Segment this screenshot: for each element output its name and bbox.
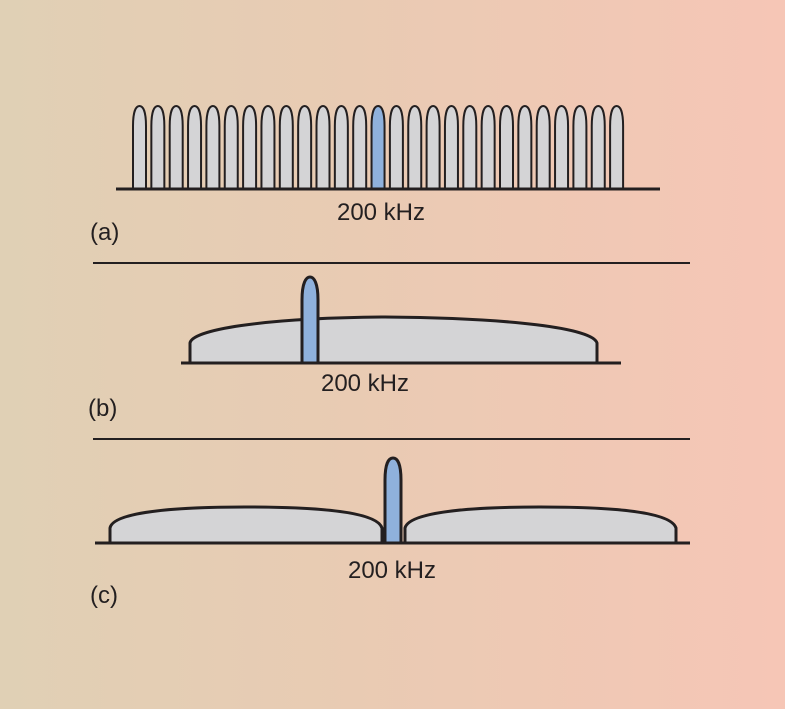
carrier [535,104,551,190]
bandwidth-label-b: 200 kHz [321,370,409,397]
panel-a: 200 kHz (a) [90,104,660,246]
carrier [480,104,496,190]
carrier [297,104,313,190]
panel-b: 200 kHz (b) [88,275,621,422]
bandwidth-label-c: 200 kHz [348,557,436,584]
carrier [499,104,514,190]
carrier [187,104,203,190]
carrier [150,104,166,190]
carrier [260,104,276,190]
carrier [132,104,147,190]
carrier [517,104,533,190]
carrier [352,104,368,190]
carrier [205,104,221,190]
carrier [572,104,588,190]
narrowband-carrier-c [383,456,403,545]
wideband-spectrum-b [188,315,599,365]
carrier [425,104,441,190]
carrier [223,104,239,190]
carrier [168,104,184,190]
carrier [443,104,459,190]
panel-tag-b: (b) [88,395,117,422]
panel-tag-c: (c) [90,582,118,609]
panel-c: 200 kHz (c) [90,456,690,609]
wideband-spectrum-c-left [108,505,384,545]
carrier [590,104,606,190]
carrier [462,104,478,190]
narrowband-carrier-b [300,275,320,365]
carrier [333,104,349,190]
carrier [315,104,331,190]
carrier-group [132,104,625,190]
highlighted-carrier [370,104,386,190]
carrier [388,104,404,190]
panel-tag-a: (a) [90,219,119,246]
bandwidth-label-a: 200 kHz [337,199,425,226]
wideband-spectrum-c-right [403,505,678,545]
carrier [242,104,258,190]
carrier [407,104,423,190]
carrier [609,104,625,190]
carrier [278,104,294,190]
carrier [554,104,570,190]
